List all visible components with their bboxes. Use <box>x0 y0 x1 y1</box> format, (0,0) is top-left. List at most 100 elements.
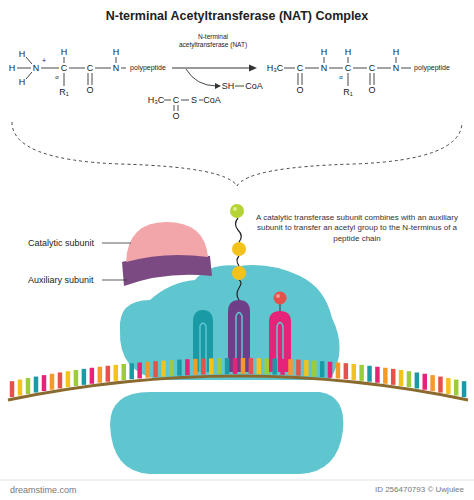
mrna-base <box>399 370 404 386</box>
catalytic-subunit-shape <box>126 222 208 262</box>
atom-label: C <box>369 63 376 73</box>
mrna-strand <box>8 358 468 400</box>
mrna-base <box>66 371 71 387</box>
description-note: A catalytic transferase subunit combines… <box>255 213 460 244</box>
leader-line <box>102 280 127 281</box>
mrna-base <box>391 369 396 385</box>
mrna-base <box>359 365 364 381</box>
mrna-base <box>344 363 349 379</box>
atom-label: H <box>393 47 400 57</box>
atom-label: C <box>173 95 180 105</box>
mrna-base <box>280 359 285 375</box>
mrna-base <box>106 366 111 382</box>
mrna-base <box>201 359 206 375</box>
atom-label: C <box>345 63 352 73</box>
mrna-base <box>82 369 87 385</box>
mrna-base <box>257 358 262 374</box>
mrna-base <box>312 361 317 377</box>
mrna-base <box>272 359 277 375</box>
atom-label: N <box>393 63 400 73</box>
mrna-base <box>296 360 301 376</box>
mrna-base <box>304 360 309 376</box>
mrna-base <box>415 372 420 388</box>
mrna-base <box>438 377 443 393</box>
atom-label: SH <box>222 81 235 91</box>
atom-label: C <box>297 63 304 73</box>
enzyme-label: N-terminal acetyltransferase (NAT) <box>176 33 250 48</box>
atom-label: O <box>296 85 303 95</box>
reaction-arrow <box>172 65 257 90</box>
atom-label: CoA <box>203 95 221 105</box>
mrna-base <box>74 370 79 386</box>
mrna-base <box>169 360 174 376</box>
mrna-base <box>114 365 119 381</box>
mrna-base <box>161 361 166 377</box>
atom-label: H <box>9 63 16 73</box>
mrna-base <box>177 360 182 376</box>
mrna-base <box>153 361 158 377</box>
mrna-base <box>185 359 190 375</box>
mrna-base <box>407 371 412 387</box>
ribosome-small-subunit <box>110 392 343 474</box>
atom-label: CoA <box>245 81 263 91</box>
mrna-base <box>50 374 55 390</box>
title: N-terminal Acetyltransferase (NAT) Compl… <box>0 9 474 23</box>
atom-label: H₃C <box>148 95 165 105</box>
mrna-base <box>10 381 15 397</box>
mrna-base <box>225 358 230 374</box>
mrna-base <box>193 359 198 375</box>
atom-label: H <box>113 47 120 57</box>
mrna-base <box>137 362 142 378</box>
mrna-backbone <box>8 376 468 400</box>
atom-label: C <box>87 63 94 73</box>
mrna-base <box>430 375 435 391</box>
mrna-base <box>26 378 31 394</box>
mrna-base <box>288 359 293 375</box>
mrna-base <box>383 368 388 384</box>
mrna-base <box>90 368 95 384</box>
part-label: Auxiliary subunit <box>28 275 94 285</box>
atom-label: O <box>368 85 375 95</box>
mrna-base <box>18 380 23 396</box>
ribosome-large-subunit <box>120 265 340 380</box>
mrna-base <box>129 363 134 379</box>
leader-line <box>102 243 131 244</box>
mrna-base <box>352 364 357 380</box>
chain-label: polypeptide <box>414 64 450 72</box>
mrna-base <box>336 362 341 378</box>
atom-label: H <box>61 47 68 57</box>
watermark: dreamstime.com <box>10 485 77 495</box>
mrna-base <box>98 367 103 383</box>
mrna-base <box>249 358 254 374</box>
atom-label: C <box>61 63 68 73</box>
mrna-base <box>328 362 333 378</box>
dashed-bracket <box>12 122 462 186</box>
atom-label: R₁ <box>59 87 69 97</box>
mrna-base <box>209 358 214 374</box>
mrna-base <box>217 358 222 374</box>
atom-label: N <box>33 63 40 73</box>
mrna-base <box>446 378 451 394</box>
mrna-base <box>145 362 150 378</box>
mrna-base <box>233 358 238 374</box>
atom-label: H <box>321 47 328 57</box>
mrna-base <box>34 377 39 393</box>
mrna-base <box>422 374 427 390</box>
mrna-base <box>454 380 459 396</box>
atom-label: O <box>172 111 179 121</box>
mrna-base <box>367 366 372 382</box>
part-label: Catalytic subunit <box>28 238 94 248</box>
footer-rule <box>0 480 474 481</box>
peptide-chain <box>230 204 246 300</box>
mrna-base <box>58 372 63 388</box>
chemical-bonds <box>17 57 411 111</box>
mrna-base <box>42 375 47 391</box>
atom-label: N <box>113 63 120 73</box>
atom-label: H <box>345 47 352 57</box>
mrna-base <box>320 361 325 377</box>
mrna-base <box>375 367 380 383</box>
atom-label: H <box>19 49 26 59</box>
alpha-mark: α <box>339 74 342 81</box>
chain-label: polypeptide <box>130 64 166 72</box>
